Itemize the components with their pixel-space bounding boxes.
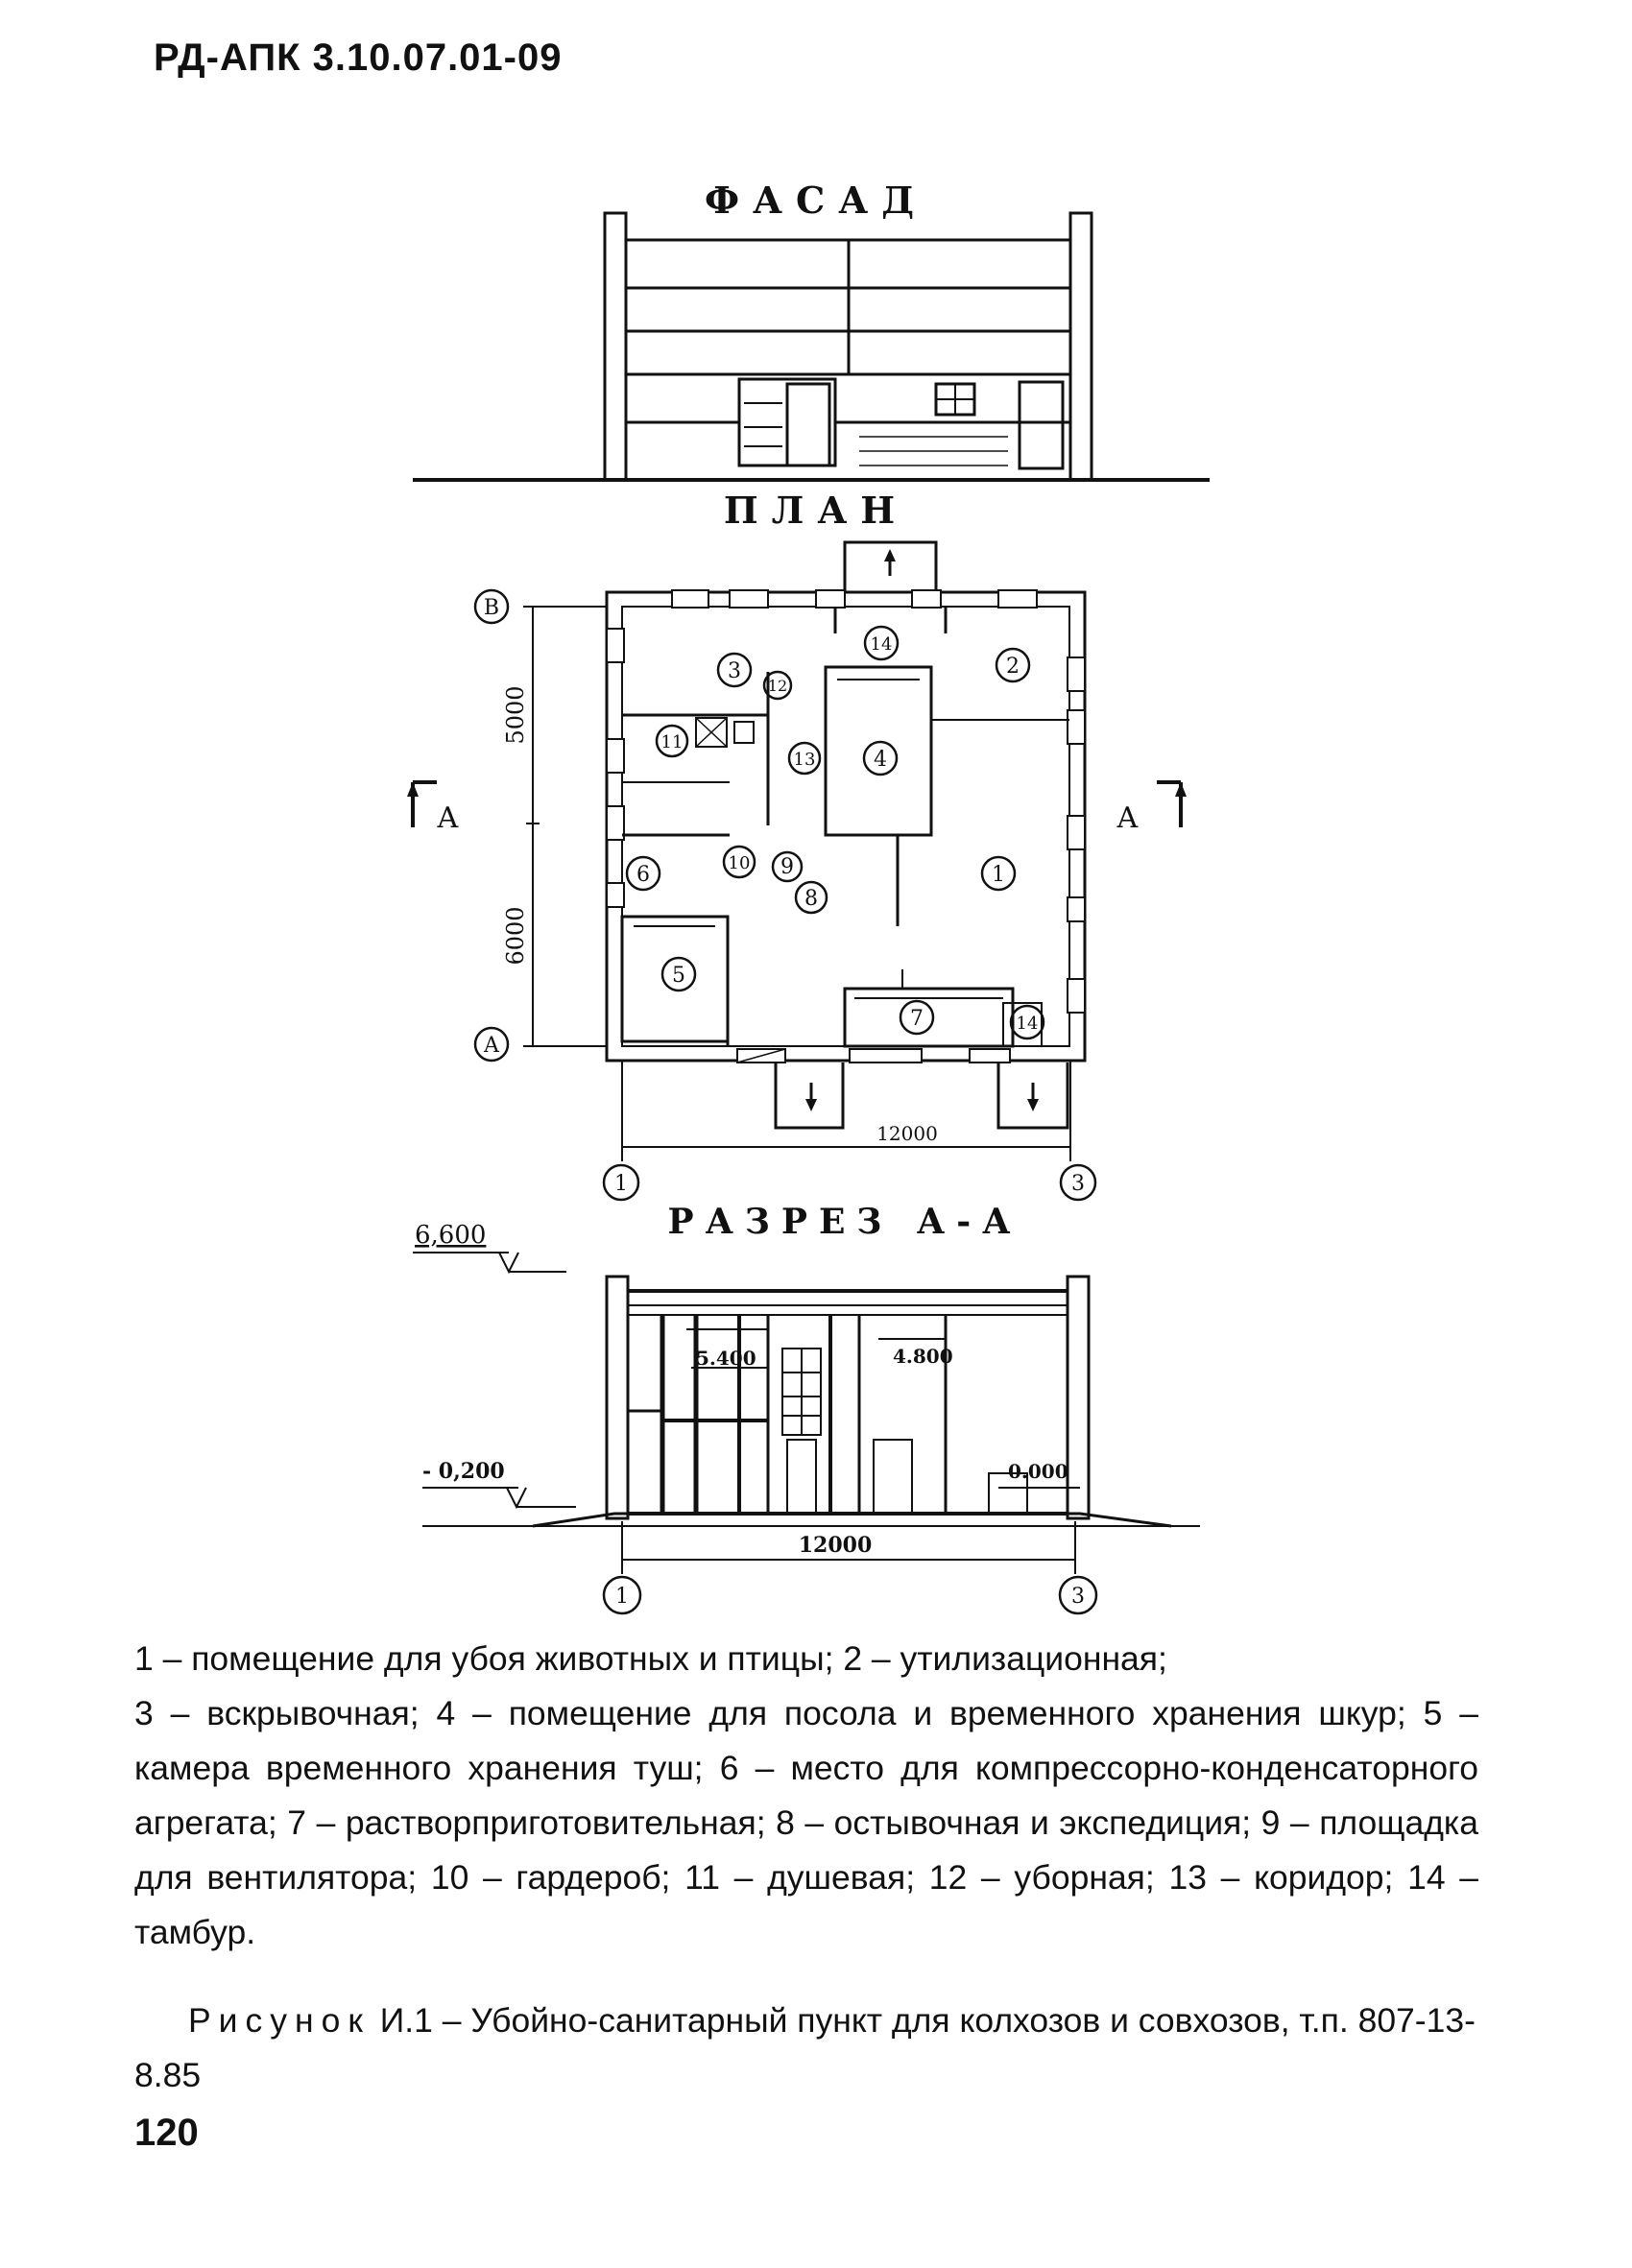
legend-line-2: 3 – вскрывочная; 4 – помещение для посол… [134,1694,1478,1951]
elevation-0000: 0.000 [1008,1460,1068,1483]
room-label-14-bottom: 14 [1017,1014,1039,1034]
dimension-5000: 5000 [502,685,529,744]
room-label-10: 10 [729,853,751,873]
architectural-drawing: ФАСАД ПЛАН [407,179,1210,1615]
axis-label-1-plan: 1 [614,1172,628,1196]
room-label-12: 12 [768,677,787,695]
axis-label-1-section: 1 [615,1585,629,1609]
drawing-legend: 1 – помещение для убоя животных и птицы;… [134,1632,1478,1960]
elevation-6600: 6,600 [415,1221,486,1250]
document-code: РД-АПК 3.10.07.01-09 [154,36,563,79]
room-label-6: 6 [636,863,650,887]
dimension-6000: 6000 [502,906,529,965]
figure-caption-text: И.1 – Убойно-санитарный пункт для колхоз… [134,2001,1476,2094]
section-title: РАЗРЕЗ А-А [668,1202,1022,1242]
page-number: 120 [134,2112,199,2154]
room-label-13: 13 [794,750,816,770]
figure-caption-label: Рисунок [188,2001,371,2040]
axis-label-3-section: 3 [1071,1585,1085,1609]
room-label-11: 11 [661,732,684,752]
room-label-5: 5 [672,964,685,988]
legend-line-1: 1 – помещение для убоя животных и птицы;… [134,1639,1167,1678]
room-label-14-top: 14 [871,634,893,655]
room-label-8: 8 [804,887,818,911]
plan-title: ПЛАН [724,489,908,532]
figure-caption: Рисунок И.1 – Убойно-санитарный пункт дл… [134,1993,1488,2103]
section-view: РАЗРЕЗ А-А 6,600 [413,1202,1200,1615]
plan-view: ПЛАН [407,489,1187,1202]
facade-title: ФАСАД [705,179,927,222]
axis-label-3-plan: 3 [1071,1172,1085,1196]
room-label-7: 7 [910,1007,924,1031]
room-label-9: 9 [780,855,794,879]
axis-label-A: А [484,1034,500,1058]
elevation-minus-0200: - 0,200 [422,1459,505,1484]
room-label-1: 1 [992,863,1005,887]
facade-view: ФАСАД [413,179,1210,482]
room-label-4: 4 [874,748,887,772]
room-label-3: 3 [728,659,741,683]
dimension-12000-section: 12000 [799,1533,873,1558]
room-number-labels: 1 2 3 4 5 6 7 8 9 10 11 12 13 14 14 [636,634,1038,1034]
room-label-2: 2 [1006,655,1020,679]
dimension-12000-plan: 12000 [876,1122,938,1145]
elevation-4800: 4.800 [893,1345,953,1368]
room-numbers [625,625,1045,1040]
axis-label-B: В [484,596,499,620]
cut-label-right: А [1116,801,1139,835]
cut-label-left: А [437,801,459,835]
elevation-5400: 5.400 [696,1347,756,1370]
